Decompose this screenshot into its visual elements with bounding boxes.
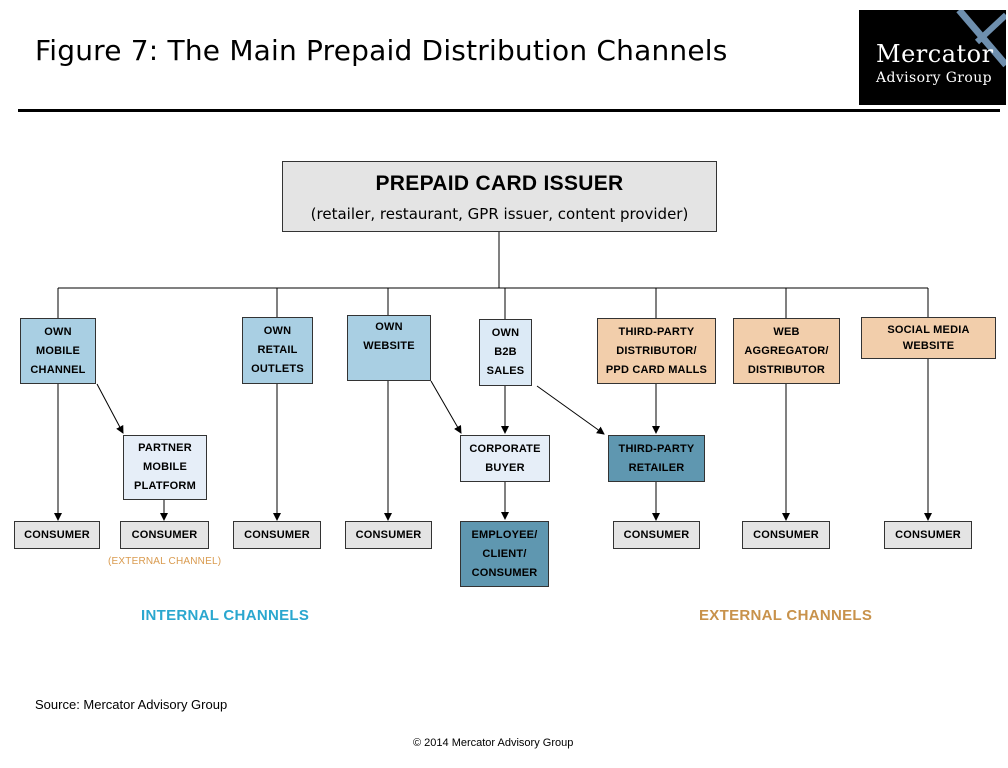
internal-channels-label: INTERNAL CHANNELS <box>141 607 310 624</box>
copyright-note: © 2014 Mercator Advisory Group <box>413 737 574 749</box>
title-divider <box>18 109 1000 112</box>
consumer-box: CONSUMER <box>613 521 700 549</box>
box-line: BUYER <box>485 461 525 474</box>
box-line: RETAIL <box>257 344 298 356</box>
consumer-box: CONSUMER <box>120 521 209 549</box>
employee-client-consumer-box: EMPLOYEE/ CLIENT/ CONSUMER <box>460 521 549 587</box>
box-line: THIRD-PARTY <box>618 325 695 338</box>
box-line: CONSUMER <box>753 528 819 541</box>
issuer-subtitle: (retailer, restaurant, GPR issuer, conte… <box>310 205 689 223</box>
box-line: CONSUMER <box>24 528 90 541</box>
box-line: OWN <box>491 327 520 339</box>
box-line: WEBSITE <box>363 340 415 352</box>
box-line: CONSUMER <box>895 528 961 541</box>
prepaid-card-issuer-box: PREPAID CARD ISSUER (retailer, restauran… <box>282 161 717 232</box>
box-line: WEB <box>773 325 800 338</box>
box-line: SOCIAL MEDIA <box>887 324 970 336</box>
consumer-box: CONSUMER <box>233 521 321 549</box>
partner-mobile-platform-box: PARTNER MOBILE PLATFORM <box>123 435 207 500</box>
box-line: AGGREGATOR/ <box>744 344 829 357</box>
box-line: CONSUMER <box>355 528 422 541</box>
consumer-box: CONSUMER <box>14 521 100 549</box>
third-party-retailer-box: THIRD-PARTY RETAILER <box>608 435 705 482</box>
corporate-buyer-box: CORPORATE BUYER <box>460 435 550 482</box>
own-website-box: OWN WEBSITE <box>347 315 431 381</box>
logo-wordmark: Mercator <box>876 40 994 68</box>
arrow-website-corporate <box>430 380 462 434</box>
box-line: CHANNEL <box>30 363 86 376</box>
consumer-box: CONSUMER <box>884 521 972 549</box>
box-line: PARTNER <box>138 442 192 454</box>
box-line: CONSUMER <box>471 566 538 579</box>
logo-tagline: Advisory Group <box>876 70 993 86</box>
box-line: WEBSITE <box>902 340 955 352</box>
box-line: RETAILER <box>628 461 685 474</box>
box-line: MOBILE <box>143 461 187 473</box>
external-channel-note: (EXTERNAL CHANNEL) <box>108 556 222 567</box>
box-line: CONSUMER <box>623 528 690 541</box>
social-media-website-box: SOCIAL MEDIA WEBSITE <box>861 317 996 359</box>
box-line: B2B <box>494 346 517 358</box>
arrow-b2b-retailer <box>536 385 605 435</box>
box-line: OWN <box>263 325 292 337</box>
box-line: DISTRIBUTOR <box>747 363 826 376</box>
issuer-title: PREPAID CARD ISSUER <box>375 172 624 195</box>
web-aggregator-box: WEB AGGREGATOR/ DISTRIBUTOR <box>733 318 840 384</box>
mercator-logo: Mercator Advisory Group <box>859 10 1006 105</box>
box-line: THIRD-PARTY <box>618 442 695 455</box>
arrow-mobile-partner <box>96 383 124 434</box>
own-b2b-sales-box: OWN B2B SALES <box>479 319 532 386</box>
box-line: MOBILE <box>36 344 80 357</box>
box-line: SALES <box>486 365 525 377</box>
consumer-box: CONSUMER <box>742 521 830 549</box>
box-line: OWN <box>375 321 403 333</box>
box-line: PPD CARD MALLS <box>605 363 708 376</box>
third-party-distributor-box: THIRD-PARTY DISTRIBUTOR/ PPD CARD MALLS <box>597 318 716 384</box>
box-line: DISTRIBUTOR/ <box>616 344 697 357</box>
box-line: CONSUMER <box>244 528 310 541</box>
logo-x-mark-icon <box>956 10 1006 68</box>
figure-title: Figure 7: The Main Prepaid Distribution … <box>35 34 728 67</box>
box-line: OUTLETS <box>251 363 304 375</box>
box-line: CLIENT/ <box>482 547 527 560</box>
box-line: OWN <box>44 325 72 338</box>
consumer-box: CONSUMER <box>345 521 432 549</box>
source-note: Source: Mercator Advisory Group <box>35 697 228 712</box>
box-line: CORPORATE <box>469 442 541 455</box>
box-line: PLATFORM <box>134 480 196 492</box>
own-mobile-channel-box: OWN MOBILE CHANNEL <box>20 318 96 384</box>
own-retail-outlets-box: OWN RETAIL OUTLETS <box>242 317 313 384</box>
box-line: EMPLOYEE/ <box>471 528 538 541</box>
box-line: CONSUMER <box>131 528 198 541</box>
external-channels-label: EXTERNAL CHANNELS <box>699 607 873 624</box>
